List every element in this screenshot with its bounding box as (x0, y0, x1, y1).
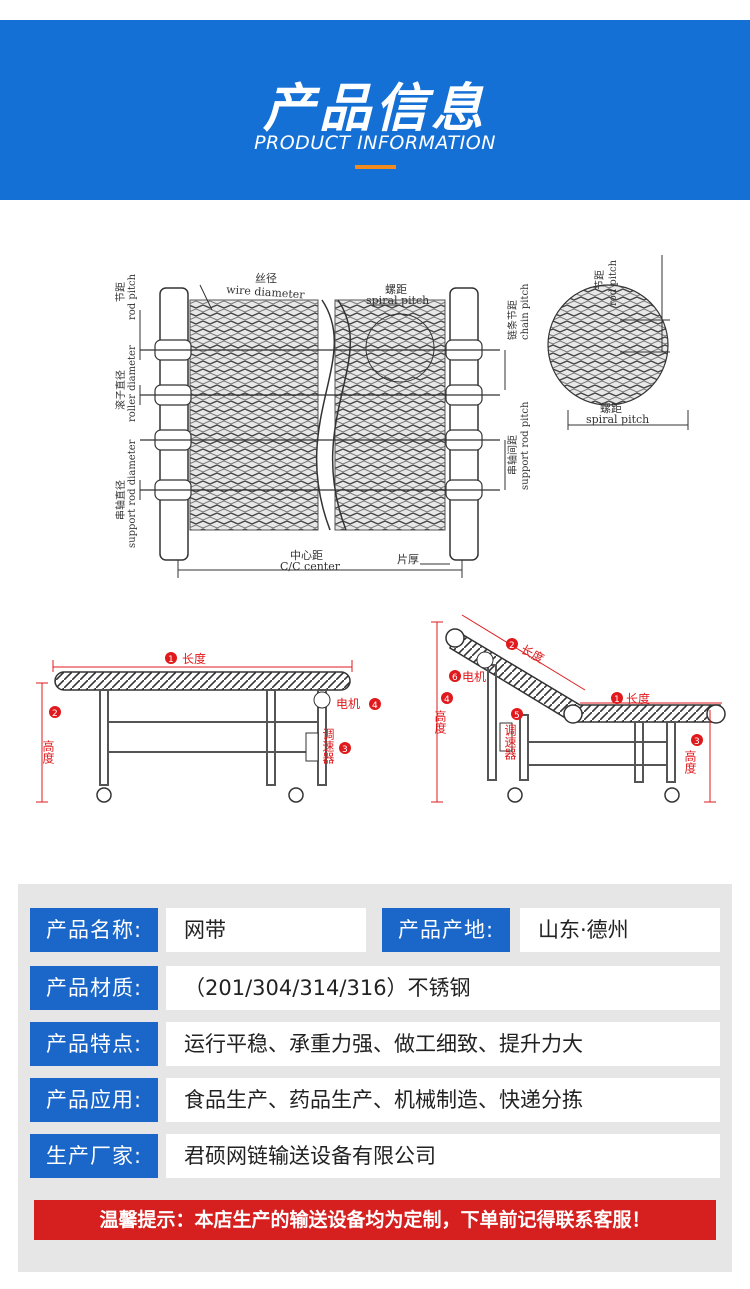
incline-length1-label: 长度 (626, 691, 650, 706)
chain-pitch-en: chain pitch (520, 283, 531, 340)
application-label: 产品应用: (30, 1078, 158, 1122)
features-value: 运行平稳、承重力强、做工细致、提升力大 (166, 1022, 720, 1066)
roller-diameter-cn: 滚子直径 (114, 370, 127, 410)
manufacturer-label: 生产厂家: (30, 1134, 158, 1178)
incline-marker-5: 5 (514, 711, 520, 721)
flat-marker-4: 4 (372, 701, 378, 711)
info-row-material: 产品材质: （201/304/314/316）不锈钢 (30, 966, 720, 1010)
flat-height-label: 高度 (41, 739, 55, 764)
cc-center-cn: 中心距 (290, 549, 323, 562)
wire-diameter-en: wire diameter (226, 283, 306, 301)
custom-order-notice: 温馨提示：本店生产的输送设备均为定制，下单前记得联系客服！ (34, 1200, 716, 1240)
chain-pitch-cn: 链条节距 (506, 300, 519, 340)
manufacturer-value: 君硕网链输送设备有限公司 (166, 1134, 720, 1178)
incline-marker-2: 2 (509, 641, 515, 651)
wire-diameter-cn: 丝径 (255, 272, 277, 285)
support-rod-diameter-cn: 串轴直径 (114, 480, 127, 520)
origin-value: 山东·德州 (520, 908, 720, 952)
info-row-application: 产品应用: 食品生产、药品生产、机械制造、快递分拣 (30, 1078, 720, 1122)
incline-height-left-label: 高度 (433, 709, 447, 734)
incline-length2-label: 长度 (519, 641, 547, 666)
info-row-name-origin: 产品名称: 网带 产品产地: 山东·德州 (30, 908, 720, 952)
mesh-belt-left (189, 299, 319, 531)
page-subtitle: PRODUCT INFORMATION (254, 132, 496, 154)
incline-marker-1: 1 (614, 695, 620, 705)
detail-spiral-pitch-en: spiral pitch (586, 413, 649, 426)
incline-speed-controller-label: 调速器 (503, 724, 517, 761)
product-info-panel: 产品名称: 网带 产品产地: 山东·德州 产品材质: （201/304/314/… (18, 884, 732, 1272)
title-underline (355, 165, 396, 169)
detail-rod-pitch-cn: 节距 (594, 270, 606, 290)
rod-pitch-cn: 节距 (115, 282, 127, 302)
product-diagrams: 丝径 wire diameter 螺距 spiral pitch 节距 rod … (36, 255, 726, 803)
support-rod-pitch-en: support rod pitch (520, 401, 531, 490)
features-label: 产品特点: (30, 1022, 158, 1066)
info-row-features: 产品特点: 运行平稳、承重力强、做工细致、提升力大 (30, 1022, 720, 1066)
name-label: 产品名称: (30, 908, 158, 952)
incline-height-right-label: 高度 (683, 749, 697, 774)
flat-motor-label: 电机 (336, 697, 360, 711)
right-side-chain (449, 287, 479, 561)
cc-center-en: C/C center (280, 560, 341, 573)
roller-diameter-en: roller diameter (127, 345, 138, 422)
mesh-belt-drawing: 丝径 wire diameter 螺距 spiral pitch 节距 rod … (114, 272, 531, 578)
application-value: 食品生产、药品生产、机械制造、快递分拣 (166, 1078, 720, 1122)
incline-motor-label: 电机 (462, 670, 486, 684)
header-banner: 产品信息 PRODUCT INFORMATION (0, 20, 750, 200)
flat-marker-1: 1 (168, 655, 174, 665)
incline-marker-3: 3 (694, 737, 700, 747)
break-line (315, 299, 336, 531)
detail-spiral-pitch-cn: 螺距 (600, 402, 622, 415)
spiral-pitch-cn: 螺距 (385, 283, 407, 296)
incline-marker-6: 6 (452, 673, 458, 683)
flat-speed-controller-label: 调速器 (321, 728, 335, 765)
incline-marker-4: 4 (444, 695, 450, 705)
spiral-pitch-en: spiral pitch (366, 294, 429, 307)
material-label: 产品材质: (30, 966, 158, 1010)
flat-marker-2: 2 (52, 709, 58, 719)
detail-rod-pitch-en: rod pitch (608, 259, 619, 306)
info-row-manufacturer: 生产厂家: 君硕网链输送设备有限公司 (30, 1134, 720, 1178)
name-value: 网带 (166, 908, 366, 952)
flat-length-label: 长度 (182, 651, 206, 666)
plate-thickness-cn: 片厚 (397, 553, 419, 566)
mesh-detail-drawing: 节距 rod pitch 螺距 spiral pitch (547, 255, 689, 430)
mesh-belt-right (334, 299, 446, 531)
material-value: （201/304/314/316）不锈钢 (166, 966, 720, 1010)
rod-pitch-en: rod pitch (127, 273, 138, 320)
flat-marker-3: 3 (342, 745, 348, 755)
left-side-chain (159, 287, 189, 561)
support-rod-pitch-cn: 串轴间距 (506, 435, 519, 475)
flat-conveyor-drawing: 1 长度 2 高度 电机 4 调速器 3 (36, 651, 381, 803)
support-rod-diameter-en: support rod diameter (127, 439, 138, 548)
incline-conveyor-drawing: 2 长度 1 长度 6 电机 4 高度 5 调速器 3 高度 (431, 614, 726, 803)
page-title: 产品信息 (262, 79, 487, 139)
origin-label: 产品产地: (382, 908, 510, 952)
